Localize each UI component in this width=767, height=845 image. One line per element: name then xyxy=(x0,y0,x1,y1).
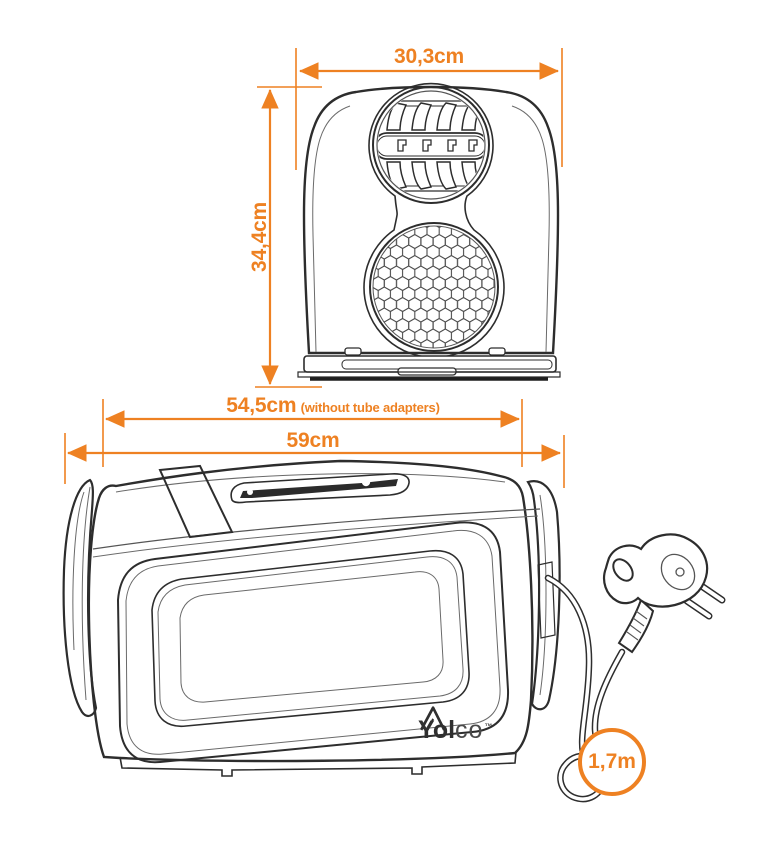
shoulder-strap xyxy=(158,464,234,539)
front-keyhole-contour xyxy=(363,82,505,359)
front-base xyxy=(297,347,561,381)
carry-handle xyxy=(230,473,410,504)
plug-body xyxy=(602,533,709,608)
dim-top-width xyxy=(295,48,563,170)
tube-adapter-left xyxy=(62,478,98,718)
power-plug-drawing xyxy=(602,533,726,654)
cable-length-badge: 1,7m xyxy=(588,750,636,773)
brand-trademark: ™ xyxy=(484,722,493,731)
brand-logo: Yol co ™ xyxy=(418,703,536,745)
dim-label-body-length: 54,5cm (without tube adapters) xyxy=(138,394,528,418)
side-view-drawing xyxy=(62,459,561,777)
dim-label-top-width: 30,3cm xyxy=(393,45,465,68)
side-base xyxy=(119,751,517,777)
plug-strain-relief xyxy=(617,598,655,654)
front-view-drawing xyxy=(297,82,561,381)
dim-overall-length xyxy=(64,433,565,488)
tube-adapter-right xyxy=(526,480,561,711)
side-panel xyxy=(116,521,510,764)
side-body-outline xyxy=(87,459,534,763)
plug-handle-hole xyxy=(612,558,634,582)
honeycomb-grille xyxy=(369,222,499,352)
brand-text-light: co xyxy=(455,716,484,744)
cable-length-badge-ring xyxy=(578,728,646,796)
dim-label-front-height: 34,4cm xyxy=(248,201,271,273)
dim-label-overall-length: 59cm xyxy=(286,429,340,452)
brand-text-bold: Yol xyxy=(418,716,456,744)
dimension-lines xyxy=(64,48,646,796)
dim-note-body-length: (without tube adapters) xyxy=(300,400,440,415)
louvre-clips xyxy=(397,139,478,152)
plug-pins xyxy=(683,581,726,620)
louvre-flaps-top xyxy=(386,102,483,131)
louvre-vent xyxy=(372,86,490,204)
dim-value-body-length: 54,5cm xyxy=(226,394,297,417)
mountain-icon xyxy=(419,706,445,731)
dim-front-height xyxy=(255,86,322,388)
